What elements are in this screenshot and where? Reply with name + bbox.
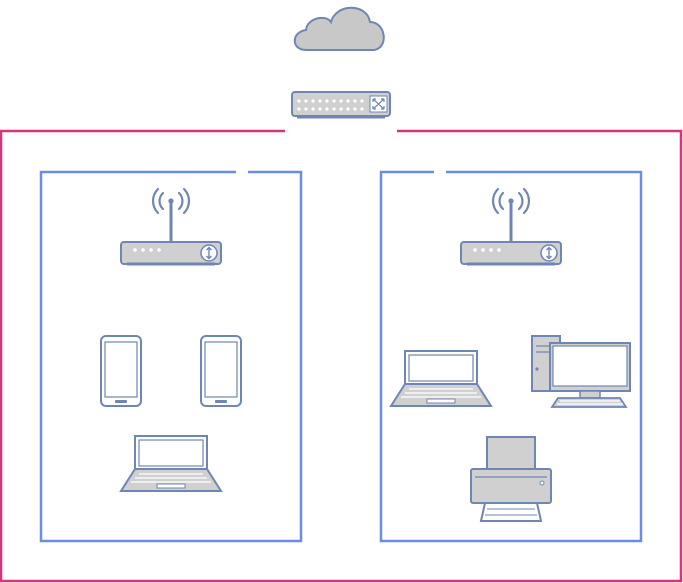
left-subnet-boundary [39,170,303,543]
wireless-router-icon [119,187,223,266]
wireless-router-icon [459,187,563,266]
laptop-icon [120,435,222,492]
smartphone-icon [200,335,242,407]
network-switch-icon [291,91,391,119]
laptop-icon [390,350,492,407]
printer-icon [470,436,552,522]
cloud-icon [293,6,385,51]
right-subnet-boundary [379,170,643,543]
smartphone-icon [100,335,142,407]
outer-network-boundary [0,129,683,583]
desktop-computer-icon [531,335,631,408]
